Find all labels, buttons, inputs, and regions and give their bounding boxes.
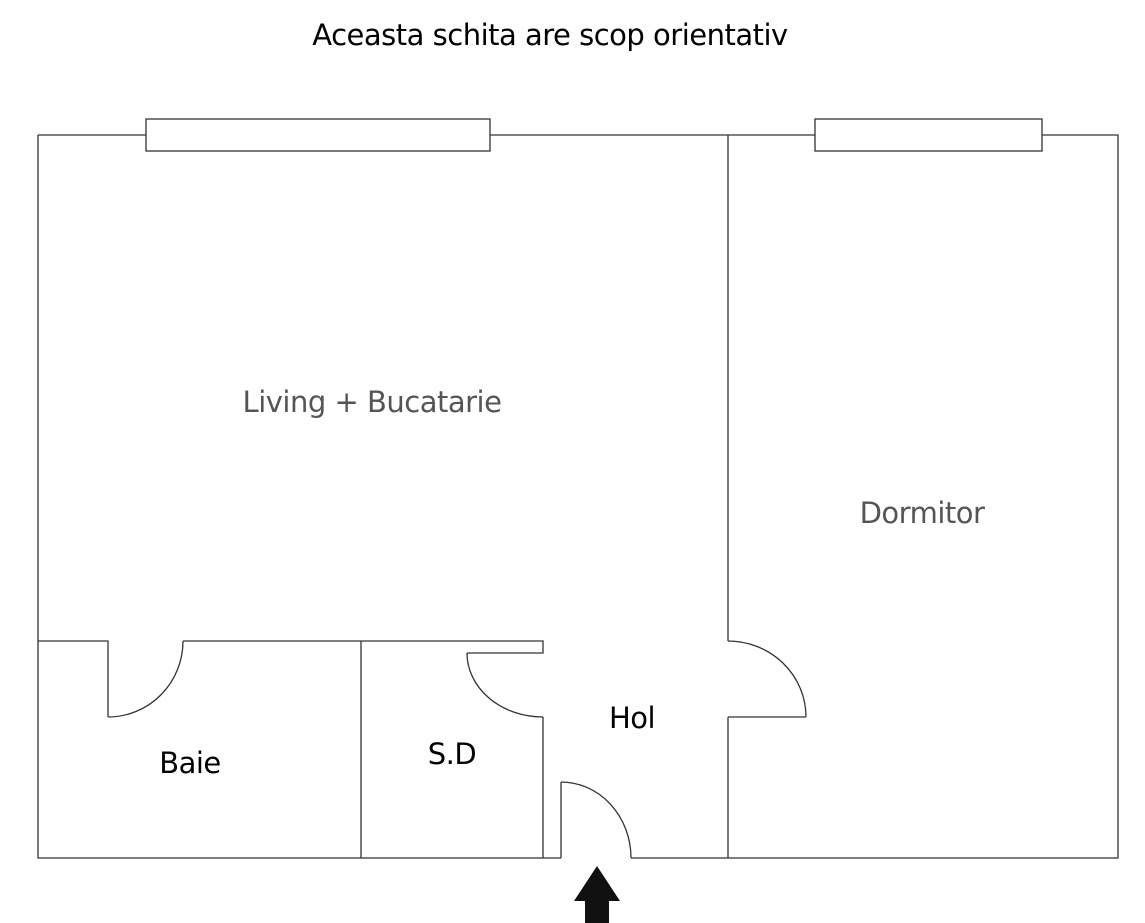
window-living xyxy=(145,118,491,152)
window-dormitor xyxy=(814,118,1043,152)
plan-title: Aceasta schita are scop orientativ xyxy=(312,18,788,52)
room-label-hol: Hol xyxy=(608,701,656,735)
wall-baie xyxy=(38,640,544,858)
door-baie xyxy=(107,640,184,718)
room-label-living: Living + Bucatarie xyxy=(242,385,502,419)
outer-wall xyxy=(37,134,1119,859)
entrance-arrow-icon xyxy=(574,866,620,923)
room-label-dormitor: Dormitor xyxy=(859,496,985,530)
room-label-sd: S.D xyxy=(427,737,477,771)
room-label-baie: Baie xyxy=(159,746,221,780)
door-dormitor xyxy=(727,640,807,718)
wall-dormitor xyxy=(727,135,806,858)
door-entrance xyxy=(560,781,632,859)
door-sd xyxy=(466,652,544,718)
